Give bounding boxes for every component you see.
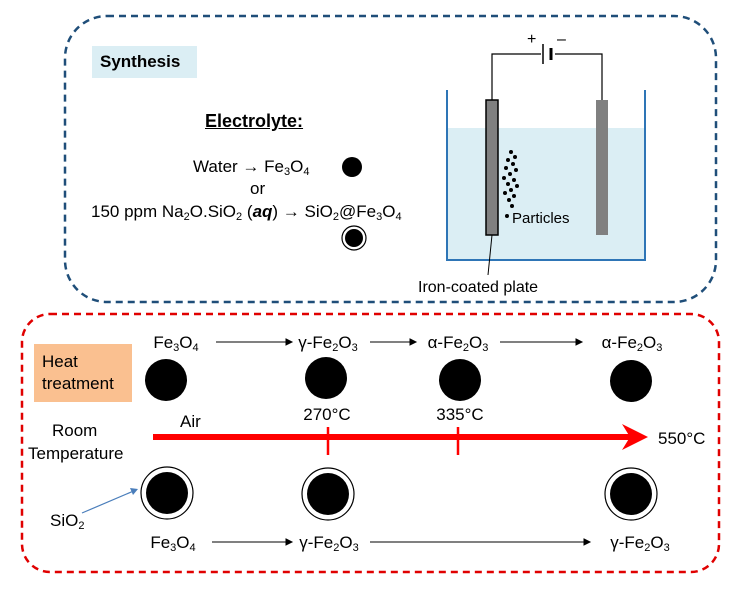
top-reaction-arrows [216,338,584,346]
particle-top-4 [610,360,652,402]
air-label: Air [180,412,201,431]
top-formula-4: α-Fe2O3 [601,333,663,354]
particles-label: Particles [512,210,570,227]
particle-bottom-2 [301,467,355,521]
synthesis-label: Synthesis [92,46,197,78]
battery-minus: – [557,31,566,48]
room-temperature-line2: Temperature [28,444,124,463]
bottom-formula-3: γ-Fe2O3 [610,533,670,554]
bottom-reaction-arrows [212,538,592,546]
particle-top-3 [439,359,481,401]
iron-coated-plate [485,99,499,236]
electrolyte-water [447,128,645,260]
particle-top-2 [305,357,347,399]
bottom-formula-2: γ-Fe2O3 [299,533,359,554]
particle-top-1 [145,359,187,401]
temp-270-label: 270°C [303,405,351,424]
sio2-fe3o4-particle-core [345,229,363,247]
or-text: or [250,179,266,198]
electrolyte-heading: Electrolyte: [205,111,304,131]
water-equation: Water → Fe3O4 [193,157,310,178]
plate-leader-line [487,234,493,276]
heat-treatment-label: Heat treatment [34,344,132,402]
plate-label: Iron-coated plate [418,279,539,296]
temp-550-label: 550°C [658,429,706,448]
particle-bottom-1 [140,466,194,520]
top-formula-2: γ-Fe2O3 [298,333,358,354]
counter-electrode [596,100,608,235]
sio2-pointer-line [81,489,137,514]
temp-335-label: 335°C [436,405,484,424]
fe3o4-particle [342,157,362,177]
bottom-formula-1: Fe3O4 [150,533,196,554]
circuit-wire-right [555,53,603,100]
room-temperature-line1: Room [52,421,98,440]
sio2-label: SiO2 [50,511,85,532]
particles [502,150,519,218]
synthesis-frame [63,14,718,304]
particle-bottom-3 [604,467,658,521]
beaker [446,90,646,261]
top-formula-1: Fe3O4 [153,333,199,354]
circuit-wire [491,53,541,100]
top-formula-3: α-Fe2O3 [427,333,489,354]
silicate-equation: 150 ppm Na2O.SiO2 (aq) → SiO2@Fe3O4 [91,202,402,223]
sio2-pointer-head [130,488,138,495]
battery-plus: + [527,31,537,48]
heat-treatment-frame [20,312,721,574]
temperature-arrowhead [622,424,648,450]
